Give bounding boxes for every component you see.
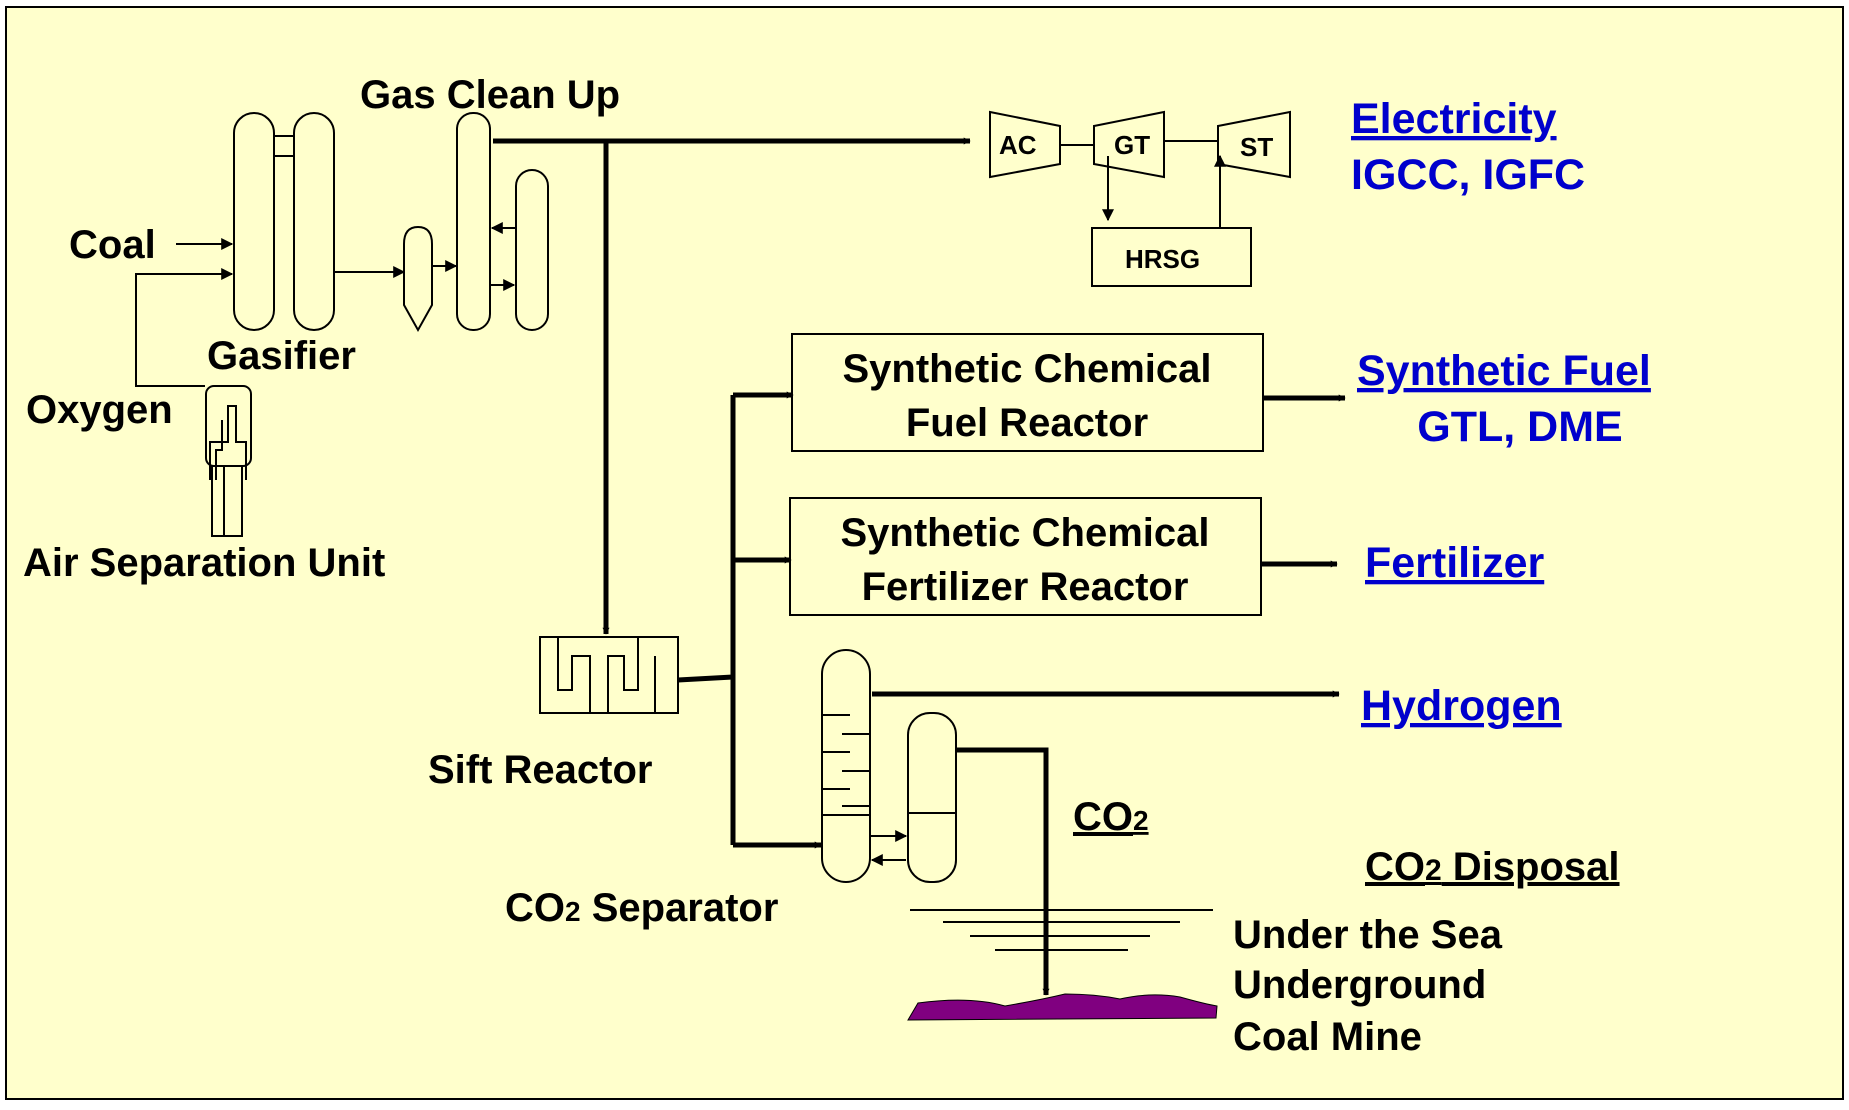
feed-lines (135, 238, 234, 387)
sift-reactor-label: Sift Reactor (428, 748, 653, 792)
gt-label: GT (1114, 130, 1150, 160)
hrsg-label: HRSG (1125, 244, 1200, 274)
product-arrows (872, 394, 1346, 698)
air-compressor-icon (989, 110, 1061, 179)
gasifier-label: Gasifier (207, 334, 356, 378)
hrsg-box (1091, 227, 1252, 287)
fertilizer-link[interactable]: Fertilizer (1365, 539, 1544, 587)
gas-turbine-icon (1093, 110, 1165, 179)
co2-stream-label: CO2 (1073, 795, 1149, 839)
electricity-subtitle: IGCC, IGFC (1351, 151, 1585, 199)
power-block (989, 110, 1291, 287)
gasifier-vessels (233, 112, 335, 331)
co2-disposal-title: CO2 Disposal (1365, 845, 1620, 889)
co2-separator-icon (821, 649, 957, 883)
fertilizer-reactor-label-line2: Fertilizer Reactor (862, 565, 1189, 609)
gas-clean-up-label: Gas Clean Up (360, 73, 620, 117)
synthetic-fuel-subtitle: GTL, DME (1417, 403, 1622, 451)
oxygen-label: Oxygen (26, 388, 173, 432)
co2-disposal-line (956, 747, 1050, 996)
sea-surface-lines (910, 909, 1213, 951)
ac-label: AC (999, 130, 1037, 160)
background-panel (5, 6, 1844, 1100)
disposal-site-coal-mine: Coal Mine (1233, 1015, 1422, 1059)
air-separation-unit-label: Air Separation Unit (23, 541, 385, 585)
shift-reactor-icon (539, 636, 679, 714)
disposal-site-underground: Underground (1233, 963, 1486, 1007)
gas-clean-up-columns (456, 112, 549, 331)
fertilizer-reactor-label-line1: Synthetic Chemical (840, 511, 1209, 555)
st-label: ST (1240, 132, 1273, 162)
coal-label: Coal (69, 223, 156, 267)
branch-lines (677, 391, 822, 849)
steam-turbine-icon (1217, 110, 1291, 179)
fertilizer-reactor-box (789, 497, 1262, 616)
synthetic-fuel-link[interactable]: Synthetic Fuel (1357, 347, 1651, 395)
seabed-shape (907, 993, 1218, 1021)
main-flow-lines (493, 137, 971, 635)
fuel-reactor-label-line2: Fuel Reactor (906, 401, 1148, 445)
cyclone-icon (403, 225, 433, 333)
air-separation-unit-icon (205, 385, 252, 537)
co2-separator-label: CO2 Separator (505, 886, 778, 930)
electricity-link[interactable]: Electricity (1351, 95, 1557, 143)
disposal-site-under-the-sea: Under the Sea (1233, 913, 1503, 957)
fuel-reactor-label-line1: Synthetic Chemical (842, 347, 1211, 391)
fuel-reactor-box (791, 333, 1264, 452)
hydrogen-link[interactable]: Hydrogen (1361, 682, 1562, 730)
